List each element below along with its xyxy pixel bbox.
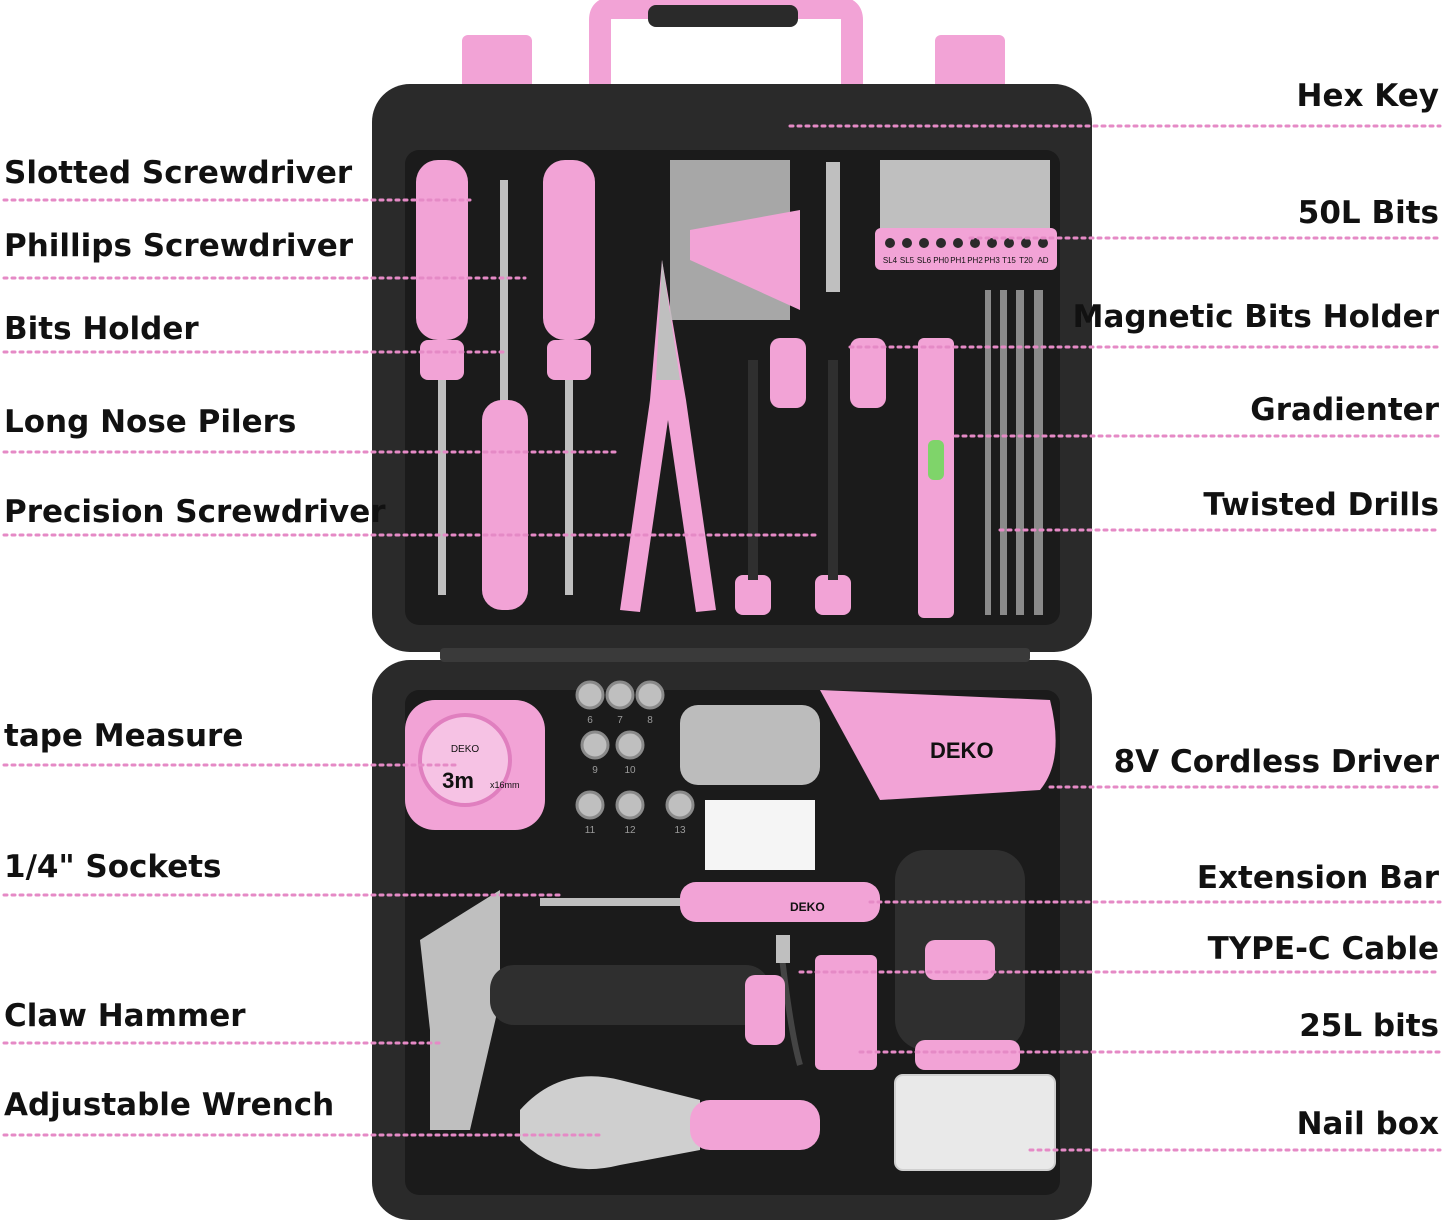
socket-size: 13 — [674, 825, 686, 836]
extension-bar: DEKO — [540, 882, 880, 922]
bit-symbol — [936, 238, 946, 248]
socket-size: 11 — [585, 825, 596, 836]
bits-25l — [815, 955, 877, 1070]
claw-hammer — [420, 890, 785, 1130]
right-label: Extension Bar — [1196, 860, 1439, 896]
left-label: Phillips Screwdriver — [4, 228, 354, 264]
bits-50l — [875, 160, 1057, 270]
adjustable-wrench — [520, 1076, 820, 1170]
right-label: 50L Bits — [1297, 195, 1439, 231]
bit-symbol — [1004, 238, 1014, 248]
left-label: Adjustable Wrench — [4, 1087, 335, 1123]
socket — [635, 680, 665, 710]
socket-size: 12 — [624, 825, 636, 836]
bit-label: PH0 — [933, 256, 949, 265]
bit-symbol — [919, 238, 929, 248]
bit-symbol — [987, 238, 997, 248]
base-tray — [405, 690, 1060, 1195]
socket-size: 9 — [592, 765, 598, 776]
nail-box — [894, 1074, 1056, 1171]
bit-symbol — [1021, 238, 1031, 248]
right-label: 8V Cordless Driver — [1113, 744, 1439, 780]
socket — [575, 680, 605, 710]
driver-brand-text: DEKO — [930, 738, 994, 763]
socket — [580, 730, 610, 760]
bit-label: SL6 — [917, 256, 932, 265]
right-label: Nail box — [1296, 1106, 1439, 1142]
gradienter — [918, 338, 954, 618]
right-label: 25L bits — [1299, 1008, 1439, 1044]
bit-label: SL5 — [900, 256, 915, 265]
socket — [615, 730, 645, 760]
socket — [575, 790, 605, 820]
bit-label: PH1 — [950, 256, 966, 265]
leader-lines — [2, 124, 1442, 1152]
bit-label: T15 — [1002, 256, 1016, 265]
type-c-cable — [776, 935, 803, 1066]
instruction-card — [705, 800, 815, 870]
socket — [665, 790, 695, 820]
hex-key-set — [670, 160, 800, 320]
socket-size: 8 — [647, 715, 653, 726]
socket-size: 10 — [624, 765, 636, 776]
bit-symbol — [902, 238, 912, 248]
right-label: Magnetic Bits Holder — [1072, 299, 1439, 335]
twisted-drills — [985, 290, 1043, 615]
tape-length-text: 3m — [442, 768, 474, 793]
left-label: tape Measure — [4, 718, 244, 754]
bit-symbol — [1038, 238, 1048, 248]
left-label: Claw Hammer — [4, 998, 246, 1034]
phillips-screwdriver — [543, 160, 595, 595]
right-label: TYPE-C Cable — [1207, 931, 1439, 967]
tape-measure: 3m x16mm DEKO — [405, 700, 545, 830]
right-label: Hex Key — [1296, 78, 1439, 114]
bit-label: AD — [1037, 256, 1048, 265]
sockets-group: 6 7 8 9 10 11 12 13 — [575, 680, 695, 836]
left-label: Slotted Screwdriver — [4, 155, 353, 191]
latch-left — [462, 35, 532, 100]
tape-sub-text: x16mm — [490, 780, 520, 790]
bit-label: T20 — [1019, 256, 1033, 265]
magnetic-bits-holder — [826, 162, 840, 292]
right-label: Twisted Drills — [1203, 487, 1439, 523]
cordless-driver: DEKO — [680, 690, 1056, 1070]
slotted-screwdriver — [416, 160, 468, 595]
handle-grip — [648, 5, 798, 27]
socket-size: 7 — [617, 715, 623, 726]
latch-right — [935, 35, 1005, 100]
precision-screwdrivers — [735, 338, 886, 615]
left-label: Bits Holder — [4, 311, 199, 347]
hinge-bar — [440, 648, 1030, 662]
bit-symbol — [970, 238, 980, 248]
bit-label: PH3 — [984, 256, 1000, 265]
bit-label: PH2 — [967, 256, 983, 265]
right-label: Gradienter — [1250, 392, 1439, 428]
extension-brand-text: DEKO — [790, 900, 825, 914]
bit-symbol — [885, 238, 895, 248]
socket-size: 6 — [587, 715, 593, 726]
left-label: Long Nose Pilers — [4, 404, 297, 440]
bit-symbol — [953, 238, 963, 248]
left-label: Precision Screwdriver — [4, 494, 386, 530]
tape-brand-text: DEKO — [451, 744, 480, 755]
left-label: 1/4" Sockets — [4, 849, 222, 885]
bit-label: SL4 — [883, 256, 898, 265]
socket — [605, 680, 635, 710]
socket — [615, 790, 645, 820]
long-nose-pliers — [620, 260, 716, 612]
